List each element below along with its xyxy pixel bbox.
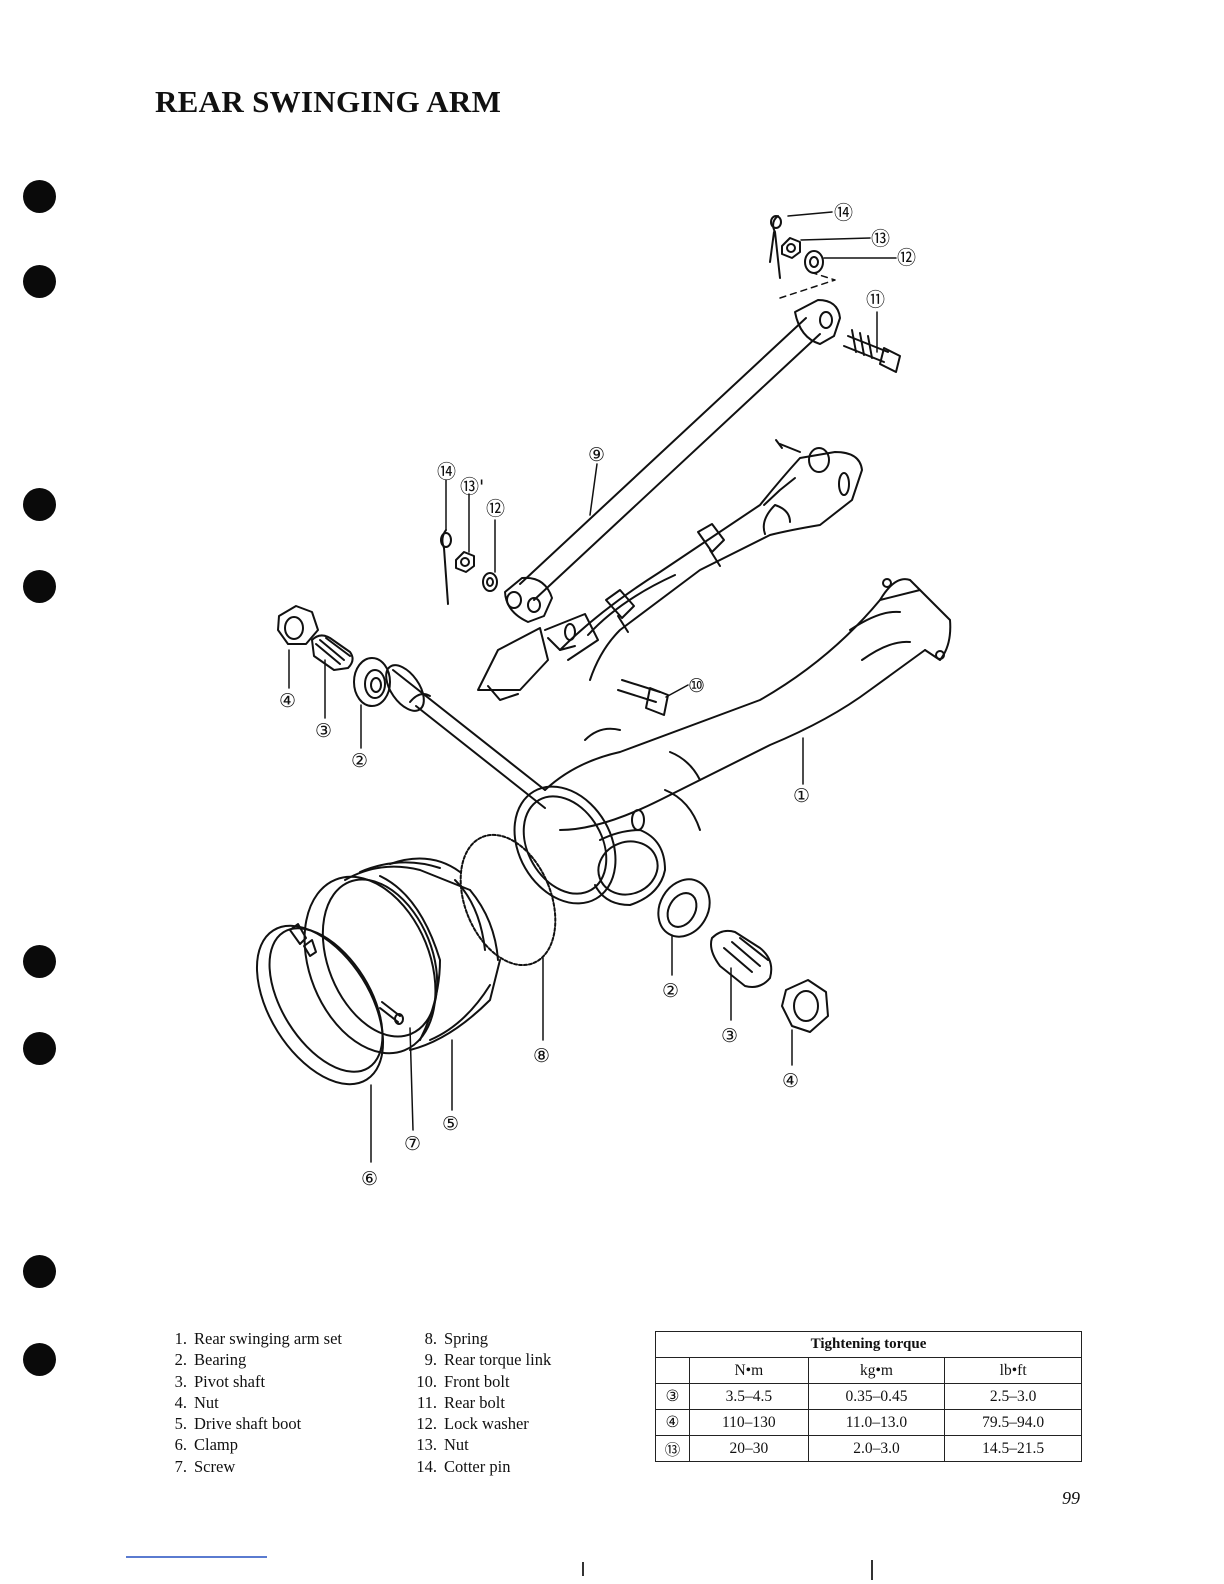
front-bracket	[477, 613, 599, 701]
row-mark: ⑬	[655, 1435, 690, 1462]
right-pivot-parts	[657, 878, 829, 1066]
column-header: kg•m	[807, 1357, 946, 1384]
callout-13-left: ⑬'	[460, 476, 484, 498]
table-corner	[655, 1357, 690, 1384]
rear-swinging-arm	[385, 578, 952, 906]
list-item: 7.Screw	[174, 1456, 236, 1476]
left-hardware	[440, 479, 498, 605]
table-title-row: Tightening torque	[655, 1331, 1082, 1358]
rear-torque-link	[504, 299, 841, 623]
list-item: 2.Bearing	[174, 1350, 247, 1370]
callout-9: ⑨	[588, 444, 605, 466]
punch-hole	[23, 945, 56, 978]
scan-mark	[871, 1560, 873, 1580]
spring	[459, 833, 557, 1041]
upper-arm	[559, 439, 863, 681]
callout-3-left: ③	[315, 720, 332, 742]
table-row: ⑬ 20–30 2.0–3.0 14.5–21.5	[655, 1435, 1082, 1462]
parts-list-col1: 1.Rear swinging arm set 2.Bearing 3.Pivo…	[163, 1328, 342, 1477]
punch-hole	[23, 1032, 56, 1065]
list-item: 3.Pivot shaft	[174, 1371, 266, 1391]
cell-kgm: 11.0–13.0	[807, 1409, 946, 1436]
list-item: 12.Lock washer	[416, 1414, 529, 1434]
cell-lbft: 79.5–94.0	[944, 1409, 1082, 1436]
left-pivot-parts	[277, 605, 391, 749]
callout-8: ⑧	[533, 1045, 550, 1067]
list-item: 5.Drive shaft boot	[174, 1414, 302, 1434]
callout-13-top: ⑬	[871, 228, 890, 250]
punch-hole	[23, 570, 56, 603]
table-title: Tightening torque	[655, 1331, 1082, 1358]
cell-kgm: 2.0–3.0	[807, 1435, 946, 1462]
punch-hole	[23, 180, 56, 213]
cell-lbft: 14.5–21.5	[944, 1435, 1082, 1462]
drive-shaft-boot	[303, 857, 501, 1111]
callout-12-top: ⑫	[897, 247, 916, 269]
page-number: 99	[1062, 1488, 1080, 1508]
callout-14-top: ⑭	[834, 202, 853, 224]
column-header: N•m	[689, 1357, 809, 1384]
list-item: 10.Front bolt	[416, 1371, 510, 1391]
list-item: 1.Rear swinging arm set	[174, 1329, 343, 1348]
clamp	[255, 923, 385, 1163]
row-mark: ③	[655, 1383, 690, 1410]
callout-5: ⑤	[442, 1113, 459, 1135]
callout-2-right: ②	[662, 980, 679, 1002]
torque-table: Tightening torque N•m kg•m lb•ft ③ 3.5–4…	[655, 1331, 1082, 1462]
callout-6: ⑥	[361, 1168, 378, 1190]
screw	[379, 1001, 414, 1131]
cell-nm: 3.5–4.5	[689, 1383, 809, 1410]
list-item: 9.Rear torque link	[424, 1350, 552, 1370]
callout-7: ⑦	[404, 1133, 421, 1155]
cell-nm: 110–130	[689, 1409, 809, 1436]
list-item: 13.Nut	[416, 1435, 469, 1455]
table-row: ③ 3.5–4.5 0.35–0.45 2.5–3.0	[655, 1383, 1082, 1410]
callout-3-right: ③	[721, 1025, 738, 1047]
punch-hole	[23, 265, 56, 298]
scan-mark	[582, 1562, 584, 1576]
list-item: 8.Spring	[424, 1329, 489, 1348]
table-row: ④ 110–130 11.0–13.0 79.5–94.0	[655, 1409, 1082, 1436]
punch-hole	[23, 488, 56, 521]
front-bolt	[617, 679, 689, 716]
list-item: 4.Nut	[174, 1392, 219, 1412]
top-hardware	[769, 211, 897, 299]
list-item: 11.Rear bolt	[416, 1392, 505, 1412]
parts-list-col2: 8.Spring 9.Rear torque link 10.Front bol…	[413, 1328, 551, 1477]
list-item: 14.Cotter pin	[416, 1456, 511, 1476]
punch-hole	[23, 1255, 56, 1288]
cell-nm: 20–30	[689, 1435, 809, 1462]
punch-hole	[23, 1343, 56, 1376]
cell-lbft: 2.5–3.0	[944, 1383, 1082, 1410]
callout-4-left: ④	[279, 690, 296, 712]
callout-4-right: ④	[782, 1070, 799, 1092]
callout-14-left: ⑭	[437, 461, 456, 483]
rear-bolt	[843, 311, 901, 373]
page-title: REAR SWINGING ARM	[155, 84, 502, 119]
column-header: lb•ft	[944, 1357, 1082, 1384]
cell-kgm: 0.35–0.45	[807, 1383, 946, 1410]
callout-12-left: ⑫	[486, 498, 505, 520]
table-header-row: N•m kg•m lb•ft	[655, 1357, 1082, 1384]
callout-10: ⑩	[688, 675, 705, 697]
row-mark: ④	[655, 1409, 690, 1436]
callout-1: ①	[793, 785, 810, 807]
list-item: 6.Clamp	[174, 1435, 238, 1455]
callout-2-left: ②	[351, 750, 368, 772]
scan-underline	[126, 1556, 267, 1558]
callout-11: ⑪	[866, 289, 885, 311]
